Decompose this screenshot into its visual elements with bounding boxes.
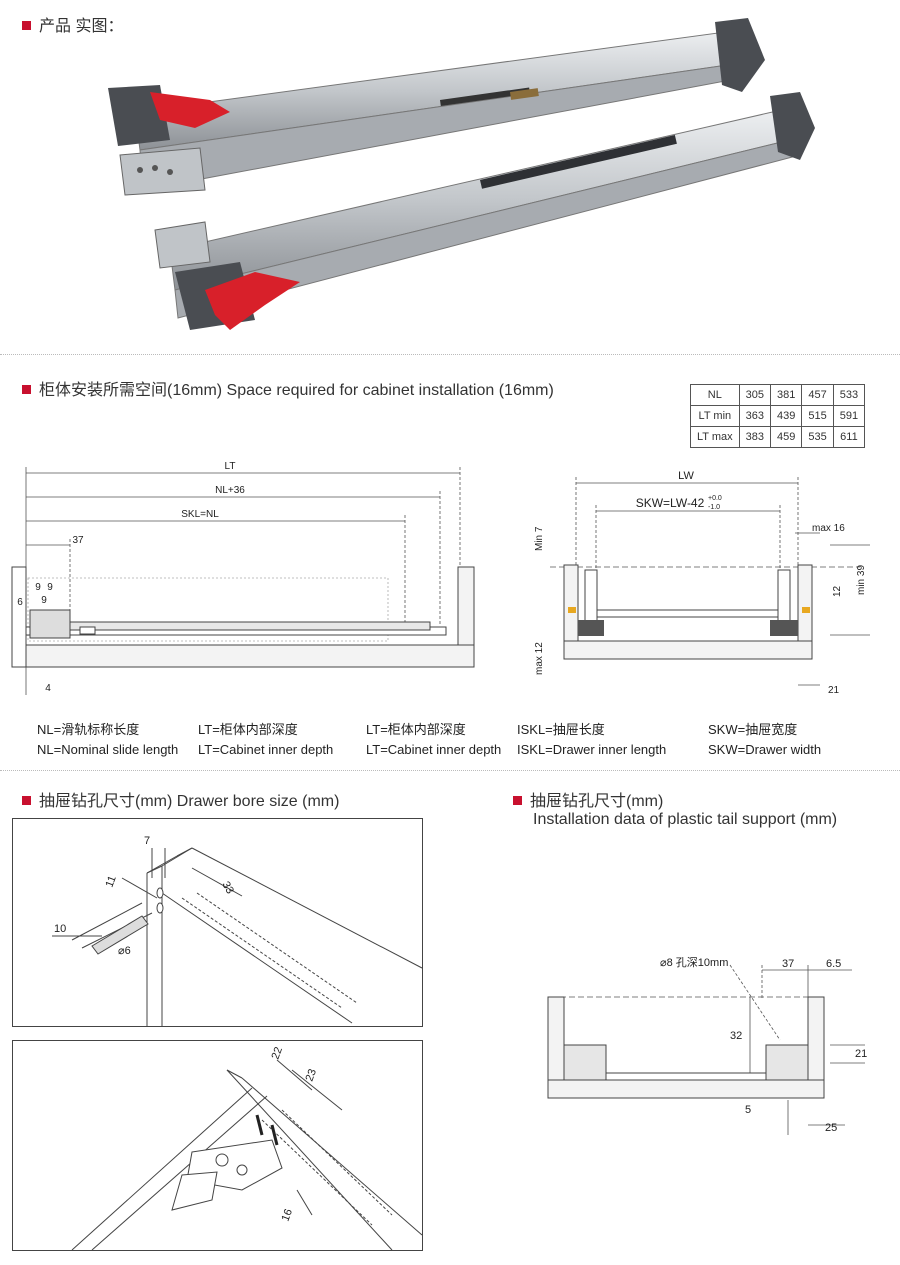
bore-title-text: 抽屉钻孔尺寸(mm) Drawer bore size (mm) [39, 793, 340, 810]
spec-cell: 305 [738, 384, 772, 406]
drill-bit [91, 887, 164, 955]
dim-33: 33 [219, 880, 236, 897]
spec-cell: 383 [738, 426, 772, 448]
spec-cell: 381 [770, 384, 803, 406]
legend-col-1: NL=滑轨标称长度 NL=Nominal slide length [37, 720, 178, 760]
dim-6: 6 [17, 597, 23, 608]
product-title-text: 产品 实图： [39, 18, 124, 35]
spec-cell: 515 [801, 405, 834, 427]
legend-col-3: LT=柜体内部深度 LT=Cabinet inner depth [366, 720, 501, 760]
dim-37: 37 [782, 958, 794, 970]
divider [0, 770, 900, 771]
dim-21: 21 [855, 1048, 867, 1060]
dim-10: 10 [54, 923, 66, 935]
legend-item: ISKL=Drawer inner length [517, 742, 667, 757]
slide-rail-upper [108, 18, 765, 196]
dim-4: 4 [45, 683, 51, 694]
tail-section-title: 抽屉钻孔尺寸(mm) [513, 787, 663, 811]
hole-label: ⌀8 孔深10mm [660, 956, 728, 969]
max12-label: max 12 [534, 642, 545, 675]
dim-23: 23 [304, 1067, 319, 1083]
nl36-label: NL+36 [215, 485, 245, 496]
cabinet-front-hatch [563, 564, 813, 660]
dim-12: 12 [832, 585, 843, 597]
spec-row-header: NL [690, 384, 740, 406]
dim-9c: 9 [41, 595, 47, 606]
dim-25: 25 [825, 1122, 837, 1134]
legend-item: NL=滑轨标称长度 [37, 722, 140, 737]
dim-22: 22 [270, 1045, 285, 1061]
dim-16: 16 [280, 1207, 295, 1223]
legend-col-4: ISKL=抽屉长度 ISKL=Drawer inner length [517, 720, 666, 760]
tail-support-diagram: ⌀8 孔深10mm 37 6.5 32 21 5 25 [547, 956, 867, 1135]
divider [0, 354, 900, 355]
spec-cell: 533 [832, 384, 866, 406]
section-bullet [22, 21, 31, 30]
bore-section-title: 抽屉钻孔尺寸(mm) Drawer bore size (mm) [22, 787, 339, 811]
product-section-title: 产品 实图： [22, 12, 123, 36]
dim-9b: 9 [47, 582, 53, 593]
dim-11: 11 [104, 874, 119, 889]
legend-item: SKW=Drawer width [708, 742, 822, 757]
dim-37: 37 [72, 535, 84, 546]
dim-6-5: 6.5 [826, 958, 841, 970]
legend-item: SKW=抽屉宽度 [708, 722, 798, 737]
dim-9a: 9 [35, 582, 41, 593]
cabinet-section-title: 柜体安装所需空间(16mm) Space required for cabine… [22, 376, 554, 400]
dim-5: 5 [745, 1104, 751, 1116]
dim-7: 7 [144, 835, 150, 847]
spec-cell: 439 [770, 405, 803, 427]
spec-row-header: LT max [690, 426, 740, 448]
skl-label: SKL=NL [181, 509, 219, 520]
skw-tolerance-upper: +0.0 [708, 495, 722, 502]
spec-cell: 611 [832, 426, 866, 448]
cabinet-section-hatch [11, 566, 475, 668]
bore-diagram-bottom: 22 23 16 [12, 1040, 423, 1251]
spec-row-header: LT min [690, 405, 740, 427]
hinge-bracket [171, 1114, 283, 1211]
legend-item: LT=Cabinet inner depth [198, 742, 334, 757]
legend-col-2: LT=柜体内部深度 LT=Cabinet inner depth [198, 720, 333, 760]
slide-rail-lower [154, 92, 815, 330]
legend-col-5: SKW=抽屉宽度 SKW=Drawer width [708, 720, 821, 760]
spec-cell: 457 [801, 384, 834, 406]
legend-item: ISKL=抽屉长度 [517, 722, 605, 737]
spec-cell: 363 [738, 405, 772, 427]
dim-32: 32 [730, 1030, 742, 1042]
section-bullet [22, 385, 31, 394]
spec-cell: 535 [801, 426, 834, 448]
cabinet-title-text: 柜体安装所需空间(16mm) Space required for cabine… [39, 382, 554, 399]
lt-label: LT [225, 461, 236, 472]
front-installation-diagram: LW SKW=LW-42 +0.0 -1.0 max 16 21 Min 7 m… [534, 470, 870, 696]
min39-label: min 39 [856, 565, 867, 595]
side-installation-diagram: LT NL+36 SKL=NL 37 9 9 9 6 4 [11, 461, 475, 695]
dim-6: ⌀6 [118, 945, 131, 957]
min7-label: Min 7 [534, 526, 545, 551]
spec-cell: 591 [832, 405, 866, 427]
legend-item: NL=Nominal slide length [37, 742, 179, 757]
tail-cabinet-hatch [547, 996, 825, 1099]
legend-item: LT=Cabinet inner depth [366, 742, 502, 757]
legend-item: LT=柜体内部深度 [198, 722, 298, 737]
tail-section-subtitle: Installation data of plastic tail suppor… [533, 811, 838, 828]
skw-label: SKW=LW-42 [636, 496, 705, 510]
lw-label: LW [678, 470, 694, 482]
max16-label: max 16 [812, 523, 845, 534]
section-bullet [22, 796, 31, 805]
spec-cell: 459 [770, 426, 803, 448]
tail-title-cn: 抽屉钻孔尺寸(mm) [530, 793, 664, 810]
bore-diagram-top: 7 11 33 10 ⌀6 [12, 818, 423, 1027]
product-photo [108, 18, 815, 330]
section-bullet [513, 796, 522, 805]
dim-21: 21 [828, 685, 840, 696]
legend-item: LT=柜体内部深度 [366, 722, 466, 737]
skw-tolerance-lower: -1.0 [708, 504, 720, 511]
